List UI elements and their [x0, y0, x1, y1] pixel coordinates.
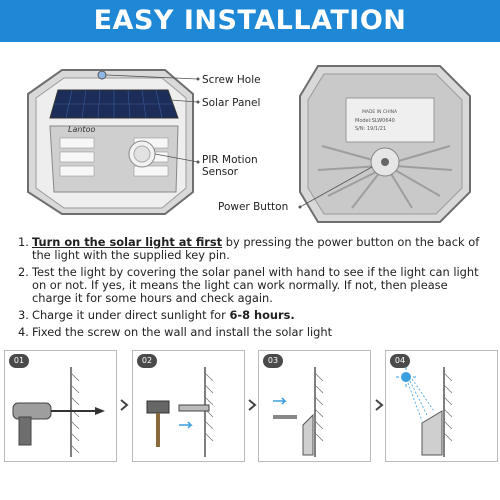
install-panel-2: 02 [132, 350, 245, 462]
screw-icon [273, 367, 324, 457]
svg-text:MADE IN CHINA: MADE IN CHINA [362, 109, 398, 115]
chevron-right-icon [248, 399, 257, 411]
solar-light-back-icon: MADE IN CHINA Model:SLW0640 S/N: 19/1/21 [298, 65, 471, 223]
step-3: 3. Charge it under direct sunlight for 6… [18, 308, 295, 322]
step-2: 2. Test the light by covering the solar … [18, 265, 479, 305]
product-images: Lantoo MADE IN CHINA Model:SLW0640 S/N: … [27, 65, 471, 223]
page-title: EASY INSTALLATION [0, 0, 500, 42]
hammer-icon [146, 367, 214, 457]
chevron-right-icon [120, 399, 129, 411]
panel-badge-1: 01 [9, 354, 29, 368]
install-panel-3: 03 [258, 350, 371, 462]
svg-text:Model:SLW0640: Model:SLW0640 [355, 118, 395, 124]
install-panel-4: 04 [385, 350, 498, 462]
callout-screw-hole: Screw Hole [202, 74, 261, 86]
callout-pir-line2: Sensor [202, 166, 238, 178]
step-4: 4. Fixed the screw on the wall and insta… [18, 325, 333, 339]
step-1: 1. Turn on the solar light at first by p… [18, 235, 480, 262]
brand-logo: Lantoo [68, 125, 95, 134]
sun-icon [396, 367, 453, 457]
panel-badge-4: 04 [390, 354, 410, 368]
step-1-highlight: Turn on the solar light at first [32, 235, 223, 249]
drill-icon [12, 367, 105, 457]
panel-badge-3: 03 [263, 354, 283, 368]
install-panel-1: 01 [4, 350, 117, 462]
callout-solar-panel: Solar Panel [202, 97, 261, 109]
panel-badge-2: 02 [137, 354, 157, 368]
instruction-steps: 1. Turn on the solar light at first by p… [18, 236, 488, 343]
callout-power-button: Power Button [218, 201, 289, 213]
product-illustration: Lantoo MADE IN CHINA Model:SLW0640 S/N: … [0, 42, 500, 232]
chevron-right-icon [375, 399, 384, 411]
step-3-duration: 6-8 hours. [229, 308, 295, 322]
solar-light-front-icon: Lantoo [27, 69, 200, 215]
callout-pir-line1: PIR Motion [202, 154, 258, 166]
svg-text:S/N: 19/1/21: S/N: 19/1/21 [355, 126, 386, 132]
